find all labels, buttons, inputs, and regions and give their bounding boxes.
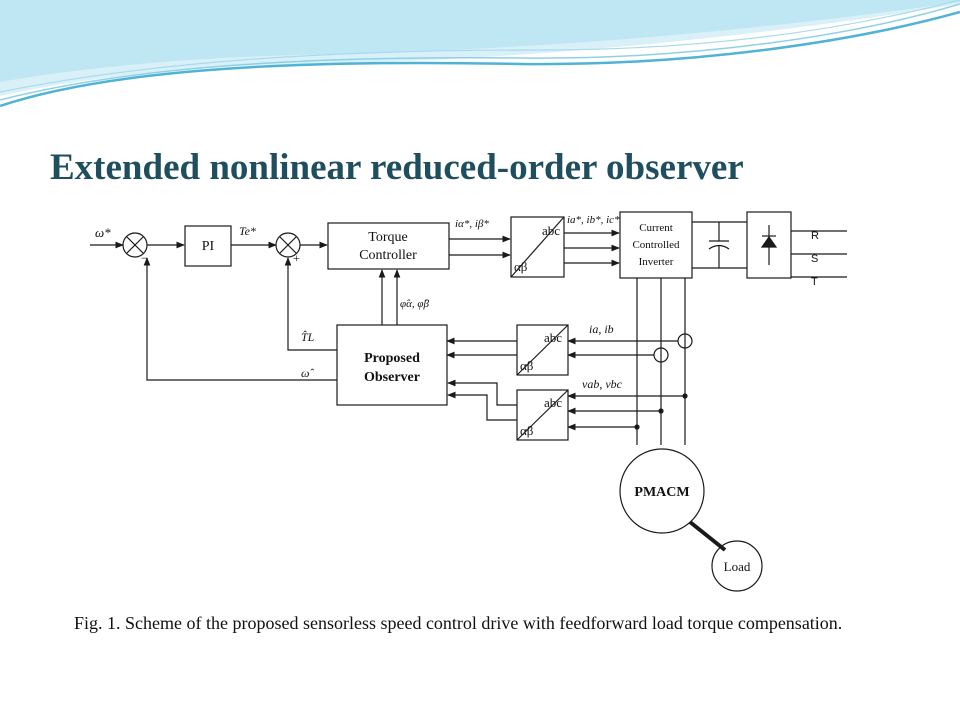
i-abc-ref-label: ia*, ib*, ic* bbox=[567, 214, 620, 226]
inverter-label-1: Current bbox=[639, 222, 673, 234]
pi-label: PI bbox=[202, 239, 215, 254]
diode-icon bbox=[760, 225, 778, 265]
torque-summing-junction bbox=[275, 232, 301, 258]
transform-top-abc: abc bbox=[542, 223, 560, 238]
figure-caption: Fig. 1. Scheme of the proposed sensorles… bbox=[74, 613, 843, 633]
load-label: Load bbox=[724, 559, 751, 574]
proposed-observer-block bbox=[336, 324, 448, 406]
transform-voltage-abc: abc bbox=[544, 395, 562, 410]
dc-link-capacitor-icon bbox=[708, 222, 730, 268]
svg-text:+: + bbox=[293, 251, 300, 265]
observer-label-2: Observer bbox=[364, 370, 420, 385]
figure-panel: − + PI Torque Controller abc αβ Current … bbox=[57, 195, 857, 675]
svg-text:−: − bbox=[141, 251, 148, 265]
load-circle bbox=[711, 540, 763, 592]
load-torque-est-label: T̂L bbox=[301, 330, 315, 344]
pmacm-motor bbox=[619, 448, 705, 534]
inverter-label-2: Controlled bbox=[632, 239, 680, 251]
transform-current-abc: abc bbox=[544, 330, 562, 345]
grid-phase-t: T bbox=[811, 276, 818, 288]
decorative-wave-header bbox=[0, 0, 960, 108]
grid-phase-s: S bbox=[811, 253, 818, 265]
pi-block bbox=[184, 225, 232, 267]
torque-ref-label: Te* bbox=[239, 224, 256, 238]
inverter-label-3: Inverter bbox=[639, 256, 674, 268]
current-controlled-inverter-block bbox=[619, 211, 693, 279]
i-alpha-beta-ref-label: iα*, iβ* bbox=[455, 218, 489, 230]
voltages-label: vab, vbc bbox=[582, 377, 623, 391]
flux-est-label: φ̂α, φ̂β bbox=[400, 298, 429, 310]
transform-block-voltage bbox=[516, 389, 569, 441]
currents-label: ia, ib bbox=[589, 322, 614, 336]
grid-phase-r: R bbox=[811, 230, 819, 242]
slide-title: Extended nonlinear reduced-order observe… bbox=[50, 147, 744, 188]
torque-controller-label-1: Torque bbox=[368, 230, 407, 245]
torque-controller-block bbox=[327, 222, 450, 270]
pmacm-label: PMACM bbox=[634, 485, 689, 500]
torque-controller-label-2: Controller bbox=[359, 248, 417, 263]
block-diagram: − + PI Torque Controller abc αβ Current … bbox=[90, 211, 847, 592]
speed-est-label: ω̂ bbox=[301, 366, 314, 380]
transform-voltage-alphabeta: αβ bbox=[520, 423, 534, 438]
rectifier-block bbox=[746, 211, 792, 279]
speed-ref-label: ω* bbox=[95, 225, 111, 240]
transform-block-current bbox=[516, 324, 569, 376]
transform-current-alphabeta: αβ bbox=[520, 358, 534, 373]
observer-label-1: Proposed bbox=[364, 351, 420, 366]
transform-block-top bbox=[510, 216, 565, 278]
transform-top-alphabeta: αβ bbox=[514, 259, 528, 274]
